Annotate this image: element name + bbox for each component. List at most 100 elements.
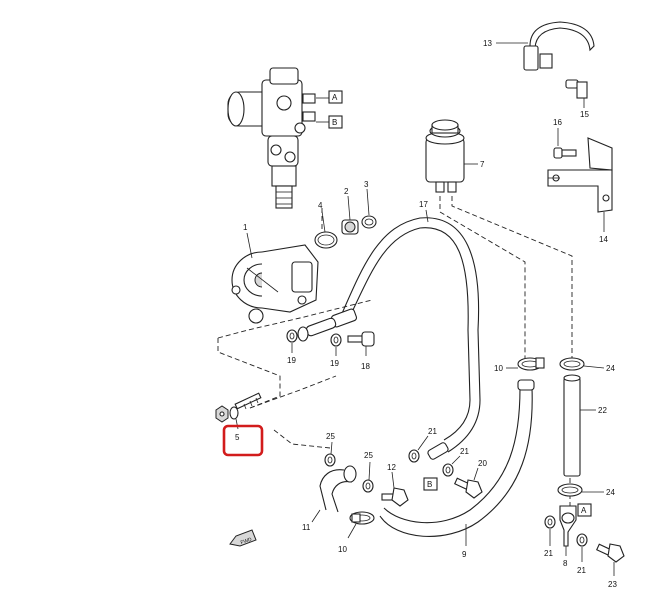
callout-9-label: 9 [462,550,467,559]
callout-25b: 25 [364,451,373,481]
union-bolt-20 [454,477,483,499]
callout-22: 22 [580,406,607,415]
gasket-21d [576,533,588,547]
reservoir-hose-22 [563,374,581,477]
callout-2-label: 2 [344,187,349,196]
union-bolt-18 [347,331,375,347]
assembly-guide-lines [217,196,573,510]
callout-12-label: 12 [387,463,396,472]
reservoir-bracket [547,137,613,213]
callout-22-label: 22 [598,406,607,415]
ref-tag-b-top-label: B [332,118,337,127]
ref-tag-a-bottom: A [577,503,592,517]
hose-clamp-24b [557,483,583,497]
nut-5 [215,405,229,423]
callout-15-label: 15 [580,110,589,119]
suction-connector [341,219,359,235]
power-steering-pump [231,244,319,324]
washer-5 [229,406,239,420]
hose-clamp-10b [349,511,375,525]
callout-24b-label: 24 [606,488,615,497]
ref-tag-a-bottom-label: A [581,506,587,515]
gasket-25b [362,479,374,493]
pressure-hose [297,217,481,460]
callout-4-label: 4 [318,201,323,210]
callout-24b: 24 [582,488,615,497]
callout-3: 3 [364,180,370,216]
callout-11-label: 11 [302,523,311,532]
steering-gear-box [227,67,316,209]
hose-clamp-24a [559,357,585,371]
bolt-15 [565,79,588,99]
bolt-16 [553,147,577,159]
callout-4: 4 [318,201,326,233]
callout-23-label: 23 [608,580,617,589]
callout-20: 20 [473,459,487,481]
callout-21a: 21 [417,427,437,451]
suction-hose [319,465,357,513]
gasket-25a [324,453,336,467]
gasket-21a [408,449,420,463]
callout-15: 15 [580,98,589,119]
union-bolt-12 [381,487,409,507]
callout-16: 16 [553,118,562,146]
gasket-21b [442,463,454,477]
hose-clamp-10a [517,357,545,371]
return-hose [379,379,535,537]
callout-18: 18 [361,346,370,371]
callout-21b-label: 21 [460,447,469,456]
callout-19b-label: 19 [330,359,339,368]
callout-25b-label: 25 [364,451,373,460]
callout-8: 8 [563,546,568,568]
callout-5-label: 5 [235,433,240,442]
callout-7-label: 7 [480,160,485,169]
callout-17: 17 [419,200,428,223]
ref-tag-a-top-label: A [332,93,338,102]
callout-11: 11 [302,509,321,532]
reservoir-tank [425,119,465,193]
gasket-19b [330,333,342,347]
callout-14: 14 [599,212,608,244]
pipe-fitting-8 [559,505,577,547]
stud-bolt [234,392,262,410]
callout-18-label: 18 [361,362,370,371]
gasket-21c [544,515,556,529]
callout-10a: 10 [494,364,518,373]
callout-2: 2 [344,187,351,221]
callout-10a-label: 10 [494,364,503,373]
callout-24a-label: 24 [606,364,615,373]
callout-19b: 19 [330,347,339,368]
callout-1: 1 [243,223,253,259]
callout-17-label: 17 [419,200,428,209]
callout-13-label: 13 [483,39,492,48]
callout-5-highlight [222,424,264,457]
callout-20-label: 20 [478,459,487,468]
callout-8-label: 8 [563,559,568,568]
callout-21c-label: 21 [544,549,553,558]
callout-1-label: 1 [243,223,248,232]
callout-5: 5 [235,418,240,442]
o-ring [314,231,338,249]
callout-10b-label: 10 [338,545,347,554]
callout-12: 12 [387,463,396,489]
callout-10b: 10 [338,523,357,554]
callout-7: 7 [464,160,485,169]
connector-clip [361,215,377,229]
callout-3-label: 3 [364,180,369,189]
callout-21d-label: 21 [577,566,586,575]
ref-tag-b-top: B [316,115,343,129]
callout-25a: 25 [326,432,335,455]
union-bolt-23 [596,543,625,563]
callout-9: 9 [462,524,467,559]
ref-tag-b-mid: B [423,477,438,491]
callout-14-label: 14 [599,235,608,244]
callout-21d: 21 [577,547,586,575]
callout-13: 13 [483,39,528,48]
hose-clamp-band [523,21,595,71]
callout-23: 23 [608,562,617,589]
callout-21b: 21 [451,447,469,465]
ref-tag-b-mid-label: B [427,480,432,489]
callout-19a: 19 [287,343,296,365]
ref-tag-a-top: A [316,90,343,104]
